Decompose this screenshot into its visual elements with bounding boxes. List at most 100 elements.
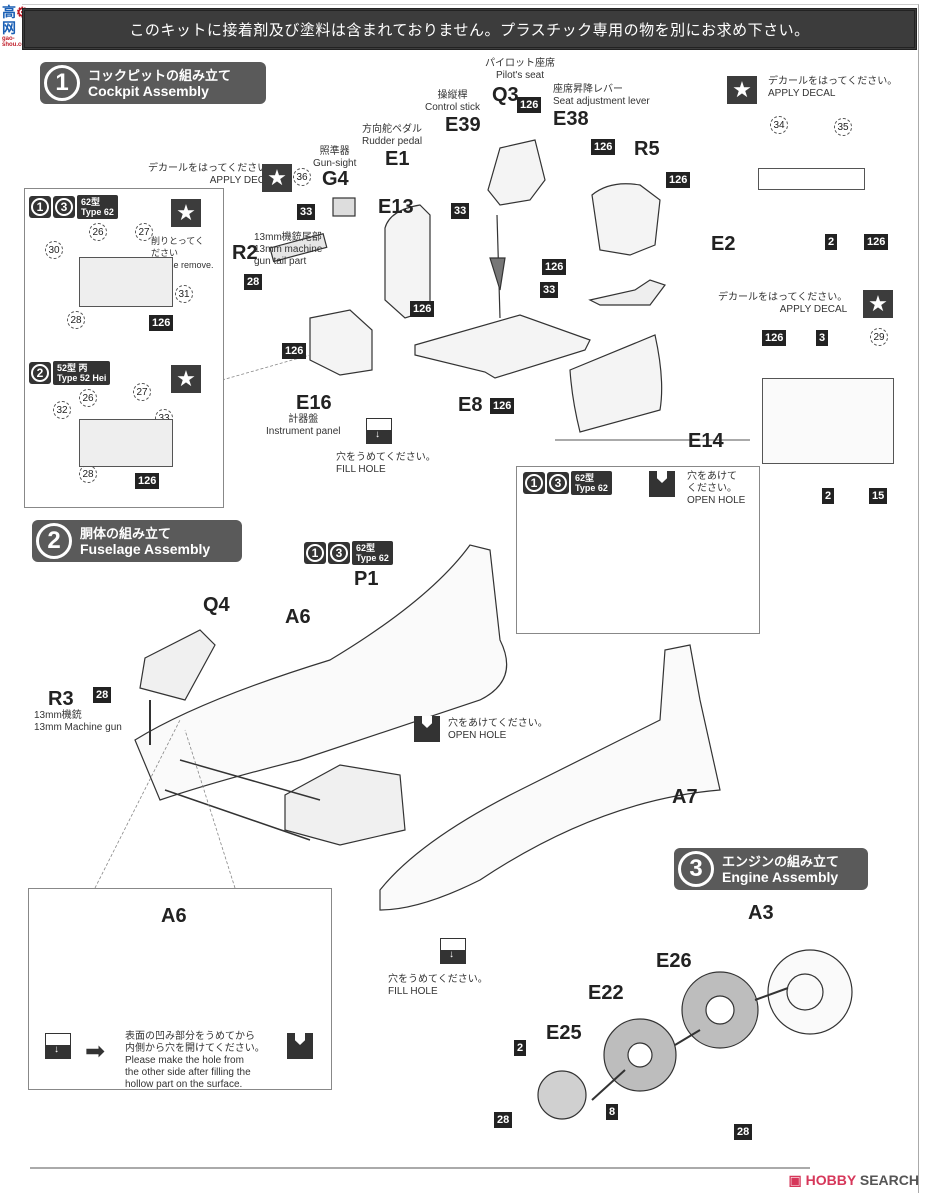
decal-number: 28 bbox=[67, 311, 85, 329]
fuselage-half-a6 bbox=[134, 544, 508, 801]
decal-number: 34 bbox=[770, 116, 788, 134]
instrument-panel-type52 bbox=[79, 419, 173, 467]
decal-number: 28 bbox=[79, 465, 97, 483]
part-label-e1: E1 bbox=[385, 148, 410, 170]
star-icon: ★ bbox=[863, 290, 893, 318]
part-label-e25: E25 bbox=[546, 1022, 582, 1044]
watermark-char: 高 bbox=[2, 4, 16, 20]
decal-number: 27 bbox=[133, 383, 151, 401]
part-label-e16: E16 bbox=[296, 392, 332, 414]
decal-number: 35 bbox=[834, 118, 852, 136]
floor-part-e8 bbox=[414, 314, 591, 379]
console-detail-e14 bbox=[762, 378, 894, 464]
color-code: 3 bbox=[816, 330, 829, 346]
decal-number: 36 bbox=[293, 168, 311, 186]
star-icon: ★ bbox=[171, 365, 201, 393]
part-label-q3: Q3 bbox=[492, 84, 519, 106]
part-label-e2: E2 bbox=[711, 233, 736, 255]
fill-hole-note: 穴をうめてください。FILL HOLE bbox=[388, 974, 488, 997]
color-code: 126 bbox=[591, 139, 616, 155]
decal-note: デカールをはってください。APPLY DECAL bbox=[148, 163, 278, 186]
hobby-search-logo: ▣ HOBBY SEARCH bbox=[789, 1172, 919, 1189]
part-label-e26: E26 bbox=[656, 950, 692, 972]
watermark-char: 网 bbox=[2, 20, 16, 36]
brand-part-b: SEARCH bbox=[859, 1172, 919, 1188]
bulkhead-r5 bbox=[591, 183, 661, 256]
fill-hole-note: 穴をうめてください。FILL HOLE bbox=[336, 452, 436, 475]
engine-e25 bbox=[537, 1070, 587, 1120]
part-label-e13: E13 bbox=[378, 196, 414, 218]
part-label-r2: R2 bbox=[232, 242, 258, 264]
color-code: 2 bbox=[825, 234, 838, 250]
color-code: 28 bbox=[93, 687, 112, 703]
step-title-jp: 胴体の組み立て bbox=[80, 525, 172, 541]
color-code: 126 bbox=[490, 398, 515, 414]
step-title-en: Fuselage Assembly bbox=[80, 540, 211, 557]
part-label-a6: A6 bbox=[161, 905, 187, 927]
part-label-e39: E39 bbox=[445, 114, 481, 136]
color-code: 2 bbox=[822, 488, 835, 504]
notice-banner: このキットに接着剤及び塗料は含まれておりません。プラスチック専用の物を別にお求め… bbox=[22, 8, 917, 50]
decal-number: 30 bbox=[45, 241, 63, 259]
part-label-a7: A7 bbox=[672, 786, 698, 808]
color-code: 15 bbox=[869, 488, 888, 504]
color-code: 126 bbox=[666, 172, 691, 188]
color-code: 33 bbox=[540, 282, 559, 298]
color-code: 126 bbox=[282, 343, 307, 359]
open-hole-icon bbox=[649, 471, 675, 497]
part-label-r3: R3 bbox=[48, 688, 74, 710]
decal-note: デカールをはってください。APPLY DECAL bbox=[768, 76, 898, 99]
decal-number: 32 bbox=[53, 401, 71, 419]
instrument-panel-type62 bbox=[79, 257, 173, 307]
decal-number: 26 bbox=[89, 223, 107, 241]
part-label-p1: P1 bbox=[354, 568, 379, 590]
color-code: 28 bbox=[734, 1124, 753, 1140]
step-number: 1 bbox=[44, 65, 80, 101]
step-number: 3 bbox=[678, 851, 714, 887]
color-code: 28 bbox=[244, 274, 263, 290]
decal-number: 27 bbox=[135, 223, 153, 241]
gunsight-g4 bbox=[332, 197, 356, 217]
instrument-part-e16 bbox=[309, 309, 373, 376]
color-code: 126 bbox=[135, 473, 160, 489]
a6-instruction: 表面の凹み部分をうめてから内側から穴を開けてください。Please make t… bbox=[125, 1031, 265, 1090]
notice-text: このキットに接着剤及び塗料は含まれておりません。プラスチック専用の物を別にお求め… bbox=[129, 21, 810, 39]
color-code: 126 bbox=[410, 301, 435, 317]
step-title-en: Engine Assembly bbox=[722, 868, 839, 885]
color-code: 33 bbox=[451, 203, 470, 219]
part-label-e14: E14 bbox=[688, 430, 724, 452]
open-hole-icon bbox=[287, 1033, 313, 1059]
color-code: 126 bbox=[864, 234, 889, 250]
star-icon: ★ bbox=[727, 76, 757, 104]
open-hole-note: 穴をあけてください。OPEN HOLE bbox=[448, 718, 548, 741]
part-label-a6: A6 bbox=[285, 606, 311, 628]
watermark-url: gao-shou.com bbox=[2, 36, 31, 48]
part-label-r5: R5 bbox=[634, 138, 660, 160]
arrow-right-icon: ➡ bbox=[85, 1038, 106, 1065]
panel-e14 bbox=[569, 334, 663, 433]
star-icon: ★ bbox=[262, 164, 292, 192]
color-code: 8 bbox=[606, 1104, 619, 1120]
decal-number: 31 bbox=[175, 285, 193, 303]
step-title-jp: エンジンの組み立て bbox=[722, 853, 840, 869]
open-hole-note: 穴をあけてください。OPEN HOLE bbox=[687, 471, 746, 506]
part-label-a3: A3 bbox=[748, 902, 774, 924]
page-frame bbox=[22, 4, 919, 1193]
step-title-en: Cockpit Assembly bbox=[88, 82, 209, 99]
color-code: 33 bbox=[297, 204, 316, 220]
part-label-e22: E22 bbox=[588, 982, 624, 1004]
